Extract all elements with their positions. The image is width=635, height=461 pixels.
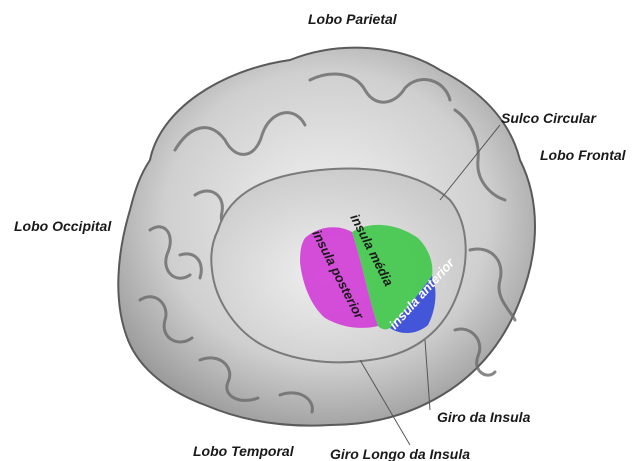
label-giro-longo-da-insula: Giro Longo da Insula <box>330 447 470 461</box>
label-sulco-circular: Sulco Circular <box>501 111 596 125</box>
label-lobo-frontal: Lobo Frontal <box>540 148 626 162</box>
label-lobo-parietal: Lobo Parietal <box>308 12 397 26</box>
label-lobo-occipital: Lobo Occipital <box>14 219 111 233</box>
label-lobo-temporal: Lobo Temporal <box>193 444 294 458</box>
label-giro-da-insula: Giro da Insula <box>437 410 530 424</box>
